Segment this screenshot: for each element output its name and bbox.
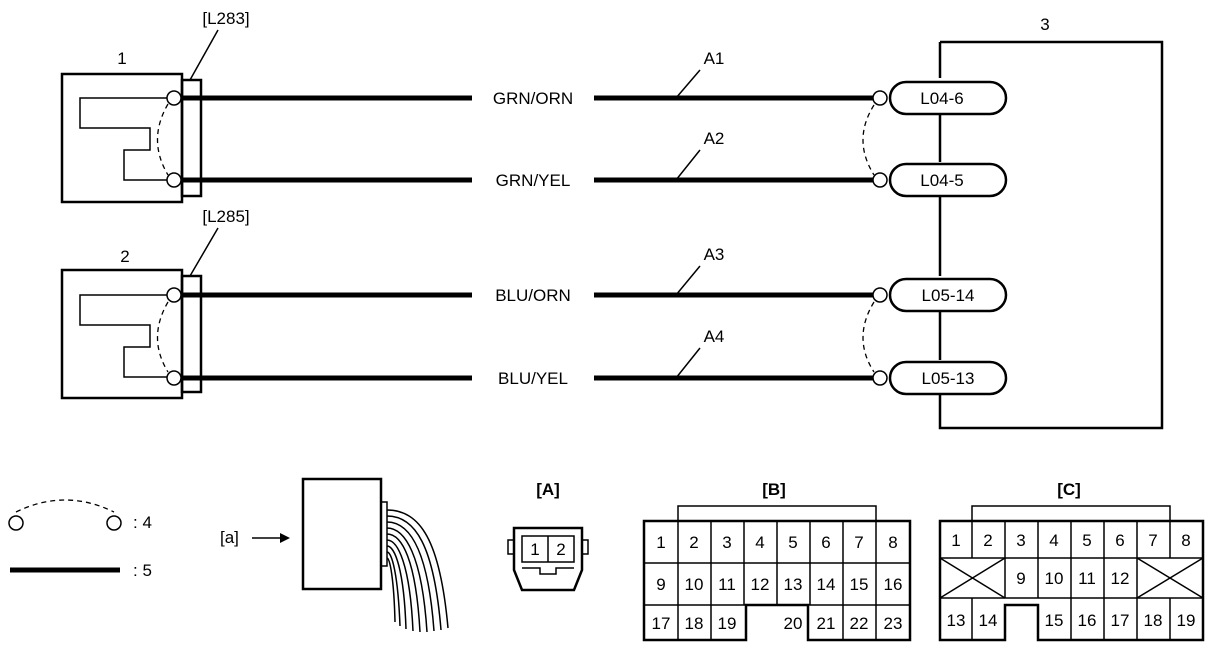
legend-wire-label: : 5 <box>133 561 152 580</box>
wire-a2: GRN/YEL A2 L04-5 <box>166 129 1008 198</box>
wire-a4-color: BLU/YEL <box>498 369 568 388</box>
connector-b-pin: 18 <box>685 614 704 633</box>
connector-c-pin: 16 <box>1078 611 1097 630</box>
wire-a1-label: A1 <box>704 49 725 68</box>
wire-a3-color: BLU/ORN <box>495 286 571 305</box>
connector-b-pin: 14 <box>817 575 836 594</box>
connector-b-pin: 21 <box>817 614 836 633</box>
connector-c-pin: 8 <box>1181 531 1190 550</box>
sensor-2: 2 [L285] <box>60 207 250 400</box>
connector-b-pin: 23 <box>884 614 903 633</box>
connector-c-pin: 19 <box>1177 611 1196 630</box>
legend: : 4 : 5 <box>8 499 152 580</box>
connector-b-pin: 5 <box>788 533 797 552</box>
connector-b-pin: 20 <box>784 614 803 633</box>
connector-b-pin: 12 <box>751 575 770 594</box>
connector-c-pin: 2 <box>983 531 992 550</box>
connector-b-pin: 3 <box>722 533 731 552</box>
connector-c-title: [C] <box>1057 480 1081 499</box>
connector-b-pin: 7 <box>854 533 863 552</box>
terminal-l05-13: L05-13 <box>922 369 975 388</box>
connector-b-title: [B] <box>762 480 786 499</box>
connector-c-pin: 18 <box>1144 611 1163 630</box>
connector-b-pin: 13 <box>784 575 803 594</box>
wire-a1-color: GRN/ORN <box>493 89 573 108</box>
sensor-1-connector-label: [L283] <box>202 9 249 28</box>
connector-a-pin: 1 <box>530 540 539 559</box>
connector-c-pin: 13 <box>947 611 966 630</box>
connector-b-pin: 11 <box>718 575 736 594</box>
wire-a4: BLU/YEL A4 L05-13 <box>166 327 1008 396</box>
connector-c-pin: 7 <box>1148 531 1157 550</box>
connector-b-pin: 16 <box>884 575 903 594</box>
connector-b-pin: 15 <box>850 575 869 594</box>
sensor-1: 1 [L283] <box>60 9 250 204</box>
connector-c-pin: 9 <box>1016 569 1025 588</box>
connector-a-pin: 2 <box>556 540 565 559</box>
connector-b: [B] 1 2 3 4 5 <box>642 480 912 642</box>
connector-c-pin: 15 <box>1045 611 1064 630</box>
connector-c-pin: 17 <box>1111 611 1130 630</box>
terminal-l05-14: L05-14 <box>922 286 975 305</box>
connector-b-pin: 10 <box>685 575 704 594</box>
sensor-2-number: 2 <box>120 247 129 266</box>
wire-a3: BLU/ORN A3 L05-14 <box>166 245 1008 313</box>
connector-c-pin: 3 <box>1016 531 1025 550</box>
legend-twisted-pair-label: : 4 <box>133 513 152 532</box>
connector-c-pin: 11 <box>1078 569 1096 588</box>
wire-a3-label: A3 <box>704 245 725 264</box>
connector-c-pin: 4 <box>1049 531 1058 550</box>
ecu-number: 3 <box>1040 15 1049 34</box>
ecu: 3 <box>862 15 1164 430</box>
terminal-l04-6: L04-6 <box>920 89 963 108</box>
connector-c: [C] 1 2 <box>938 480 1205 642</box>
connector-a-title: [A] <box>536 480 560 499</box>
connector-c-pin: 12 <box>1111 569 1130 588</box>
sensor-2-connector-label: [L285] <box>202 207 249 226</box>
connector-c-pin: 5 <box>1082 531 1091 550</box>
wire-a2-color: GRN/YEL <box>496 171 571 190</box>
connector-c-pin: 10 <box>1045 569 1064 588</box>
terminal-l04-5: L04-5 <box>920 171 963 190</box>
connector-b-pin: 6 <box>821 533 830 552</box>
wire-a2-label: A2 <box>704 129 725 148</box>
connector-harness-view: [a] <box>220 477 449 633</box>
connector-b-pin: 2 <box>689 533 698 552</box>
sensor-1-number: 1 <box>117 49 126 68</box>
connector-b-pin: 17 <box>652 614 671 633</box>
connector-c-pin: 6 <box>1115 531 1124 550</box>
wire-a1: GRN/ORN A1 L04-6 <box>166 49 1008 116</box>
connector-b-pin: 4 <box>755 533 764 552</box>
connector-c-pin: 1 <box>951 531 960 550</box>
connector-b-pin: 9 <box>656 575 665 594</box>
view-arrow-label: [a] <box>220 528 239 547</box>
wire-a4-label: A4 <box>704 327 725 346</box>
connector-b-pin: 1 <box>656 533 665 552</box>
connector-b-pin: 8 <box>888 533 897 552</box>
connector-c-pin: 14 <box>979 611 998 630</box>
arrow-head-icon <box>280 533 290 543</box>
connector-b-pin: 19 <box>718 614 737 633</box>
connector-a: [A] 1 2 <box>507 480 589 592</box>
connector-b-pin: 22 <box>850 614 869 633</box>
